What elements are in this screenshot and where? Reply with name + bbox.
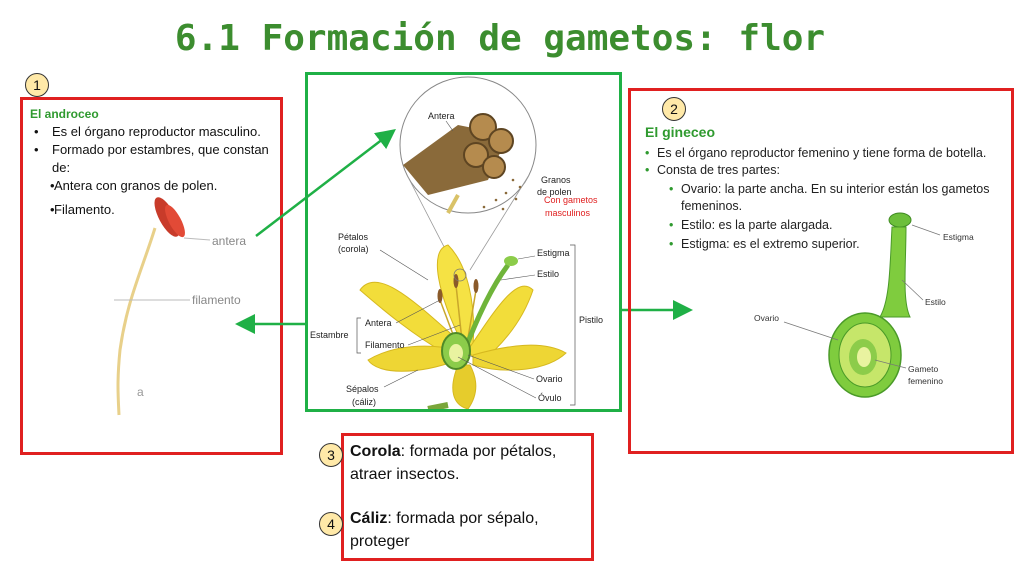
badge-3: 3 bbox=[319, 443, 343, 467]
label-antera-flower: Antera bbox=[365, 318, 392, 328]
stamen-label-antera: antera bbox=[212, 234, 246, 248]
corola-caliz-panel bbox=[341, 433, 594, 561]
pistil-label-estigma: Estigma bbox=[943, 232, 974, 242]
flower-panel bbox=[305, 72, 622, 412]
androceo-panel bbox=[20, 97, 283, 455]
flower-diagram: Antera Granos de polen Con gametos mascu… bbox=[310, 76, 603, 409]
androceo-item: Formado por estambres, que constan de: bbox=[30, 141, 280, 177]
caliz-term: Cáliz bbox=[350, 510, 388, 527]
corola-definition: Corola: formada por pétalos, atraer inse… bbox=[350, 440, 590, 486]
androceo-item: Es el órgano reproductor masculino. bbox=[30, 123, 280, 141]
gineceo-subitem: Estigma: es el extremo superior. bbox=[645, 236, 990, 253]
label-antera-zoom: Antera bbox=[428, 111, 455, 121]
gineceo-text: El gineceo Es el órgano reproductor feme… bbox=[645, 124, 990, 253]
page-title: 6.1 Formación de gametos: flor bbox=[174, 18, 826, 59]
caliz-definition: Cáliz: formada por sépalo, proteger bbox=[350, 507, 590, 553]
corola-caliz-text: Corola: formada por pétalos, atraer inse… bbox=[350, 440, 590, 553]
figure-letter: a bbox=[137, 385, 144, 399]
stamen-illustration: antera filamento a bbox=[114, 197, 246, 416]
gineceo-subitem: Estilo: es la parte alargada. bbox=[645, 217, 990, 234]
gineceo-item: Es el órgano reproductor femenino y tien… bbox=[645, 145, 990, 162]
label-gametos-1: Con gametos bbox=[544, 195, 598, 205]
anther-cross-section bbox=[403, 113, 522, 214]
label-granos: Granos bbox=[541, 175, 571, 185]
label-gametos-2: masculinos bbox=[545, 208, 591, 218]
androceo-heading: El androceo bbox=[30, 107, 99, 121]
gineceo-item: Consta de tres partes: bbox=[645, 162, 990, 179]
androceo-subitem: Filamento. bbox=[30, 201, 280, 219]
androceo-text: El androceo Es el órgano reproductor mas… bbox=[30, 105, 280, 219]
label-petalos-1: Pétalos bbox=[338, 232, 369, 242]
lily-flower bbox=[359, 244, 567, 409]
label-petalos-2: (corola) bbox=[338, 244, 369, 254]
label-sepalos-2: (cáliz) bbox=[352, 397, 376, 407]
androceo-subitem: Antera con granos de polen. bbox=[30, 177, 280, 195]
label-filamento-flower: Filamento bbox=[365, 340, 405, 350]
label-estilo: Estilo bbox=[537, 269, 559, 279]
gineceo-subitem: Ovario: la parte ancha. En su interior e… bbox=[645, 181, 990, 215]
pistil-label-estilo: Estilo bbox=[925, 297, 946, 307]
stamen-label-filamento: filamento bbox=[192, 293, 241, 307]
pistil-illustration: Estigma Estilo Ovario Gameto femenino bbox=[754, 212, 974, 398]
label-estambre: Estambre bbox=[310, 330, 349, 340]
pistil-label-gameto-2: femenino bbox=[908, 376, 943, 386]
corola-term: Corola bbox=[350, 443, 401, 460]
badge-1: 1 bbox=[25, 73, 49, 97]
label-sepalos-1: Sépalos bbox=[346, 384, 379, 394]
label-ovulo: Óvulo bbox=[538, 393, 562, 403]
pistil-label-gameto-1: Gameto bbox=[908, 364, 939, 374]
label-ovario: Ovario bbox=[536, 374, 563, 384]
badge-2: 2 bbox=[662, 97, 686, 121]
label-estigma: Estigma bbox=[537, 248, 570, 258]
badge-4: 4 bbox=[319, 512, 343, 536]
pistil-label-ovario: Ovario bbox=[754, 313, 779, 323]
gineceo-heading: El gineceo bbox=[645, 124, 716, 140]
label-de-polen: de polen bbox=[537, 187, 572, 197]
gineceo-panel bbox=[628, 88, 1014, 454]
caliz-desc: : formada por sépalo, proteger bbox=[350, 510, 539, 550]
arrow-to-anther bbox=[255, 128, 396, 237]
label-pistilo: Pistilo bbox=[579, 315, 603, 325]
corola-desc: : formada por pétalos, atraer insectos. bbox=[350, 443, 557, 483]
